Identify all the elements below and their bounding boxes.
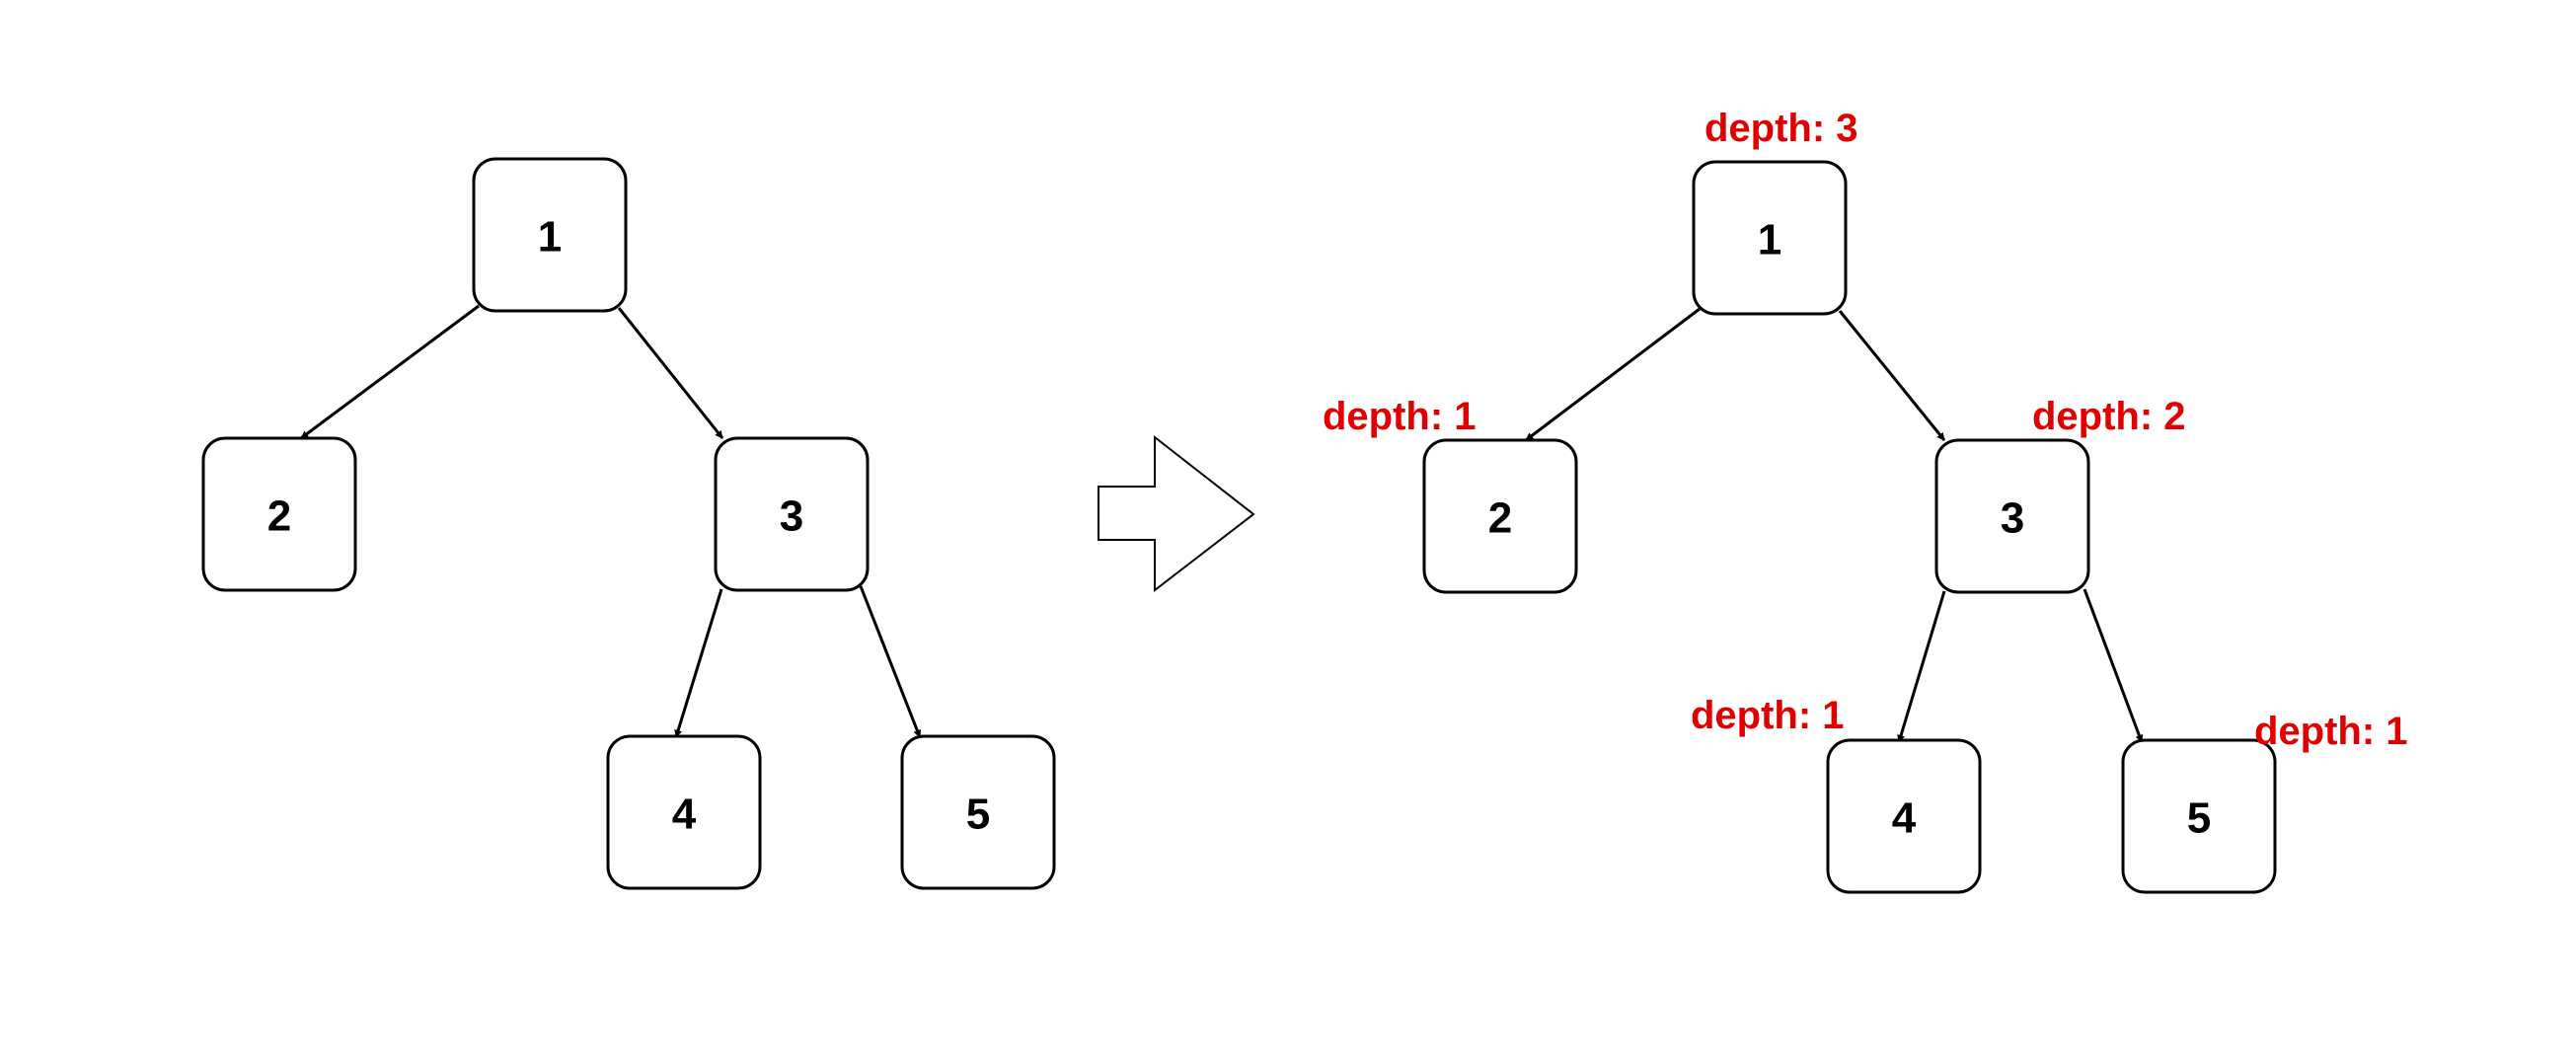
left-node-3: 3: [714, 436, 870, 592]
edge-1-3: [1838, 310, 1946, 441]
edge-3-4: [1897, 590, 1946, 743]
left-node-5: 5: [900, 734, 1056, 890]
node-label: 2: [267, 492, 291, 541]
right-node-1: 1: [1692, 160, 1848, 316]
edge-3-5: [859, 585, 922, 738]
left-tree-edges: [300, 304, 922, 738]
left-node-4: 4: [606, 734, 762, 890]
depth-label-node-4: depth: 1: [1691, 694, 1845, 737]
edge-3-5: [2083, 588, 2144, 743]
node-label: 5: [2187, 794, 2211, 843]
right-tree: 1 2 3 4 5 depth: 3 depth: 1 depth: 2 dep…: [1323, 107, 2408, 894]
depth-label-node-2: depth: 1: [1323, 395, 1477, 438]
node-label: 1: [538, 213, 562, 262]
node-label: 5: [966, 791, 990, 839]
edge-1-2: [1525, 307, 1701, 442]
left-node-1: 1: [472, 157, 628, 313]
depth-annotations: depth: 3 depth: 1 depth: 2 depth: 1 dept…: [1323, 107, 2408, 753]
right-node-5: 5: [2121, 738, 2277, 894]
node-label: 4: [672, 791, 697, 839]
node-label: 3: [2001, 494, 2024, 543]
right-node-4: 4: [1826, 738, 1982, 894]
right-node-2: 2: [1422, 438, 1578, 594]
depth-label-node-5: depth: 1: [2254, 710, 2408, 753]
depth-label-node-1: depth: 3: [1705, 107, 1858, 150]
node-label: 1: [1758, 216, 1781, 264]
depth-label-node-3: depth: 2: [2032, 395, 2186, 438]
edge-1-2: [300, 304, 480, 440]
node-label: 4: [1892, 794, 1917, 843]
node-label: 3: [780, 492, 803, 541]
edge-1-3: [617, 307, 724, 439]
right-arrow-outline-icon: [1098, 434, 1255, 593]
left-node-2: 2: [201, 436, 357, 592]
node-label: 2: [1488, 494, 1512, 543]
left-tree: 1 2 3 4 5: [201, 157, 1056, 890]
right-tree-edges: [1525, 307, 2144, 743]
edge-3-4: [674, 588, 723, 738]
right-node-3: 3: [1934, 438, 2090, 594]
